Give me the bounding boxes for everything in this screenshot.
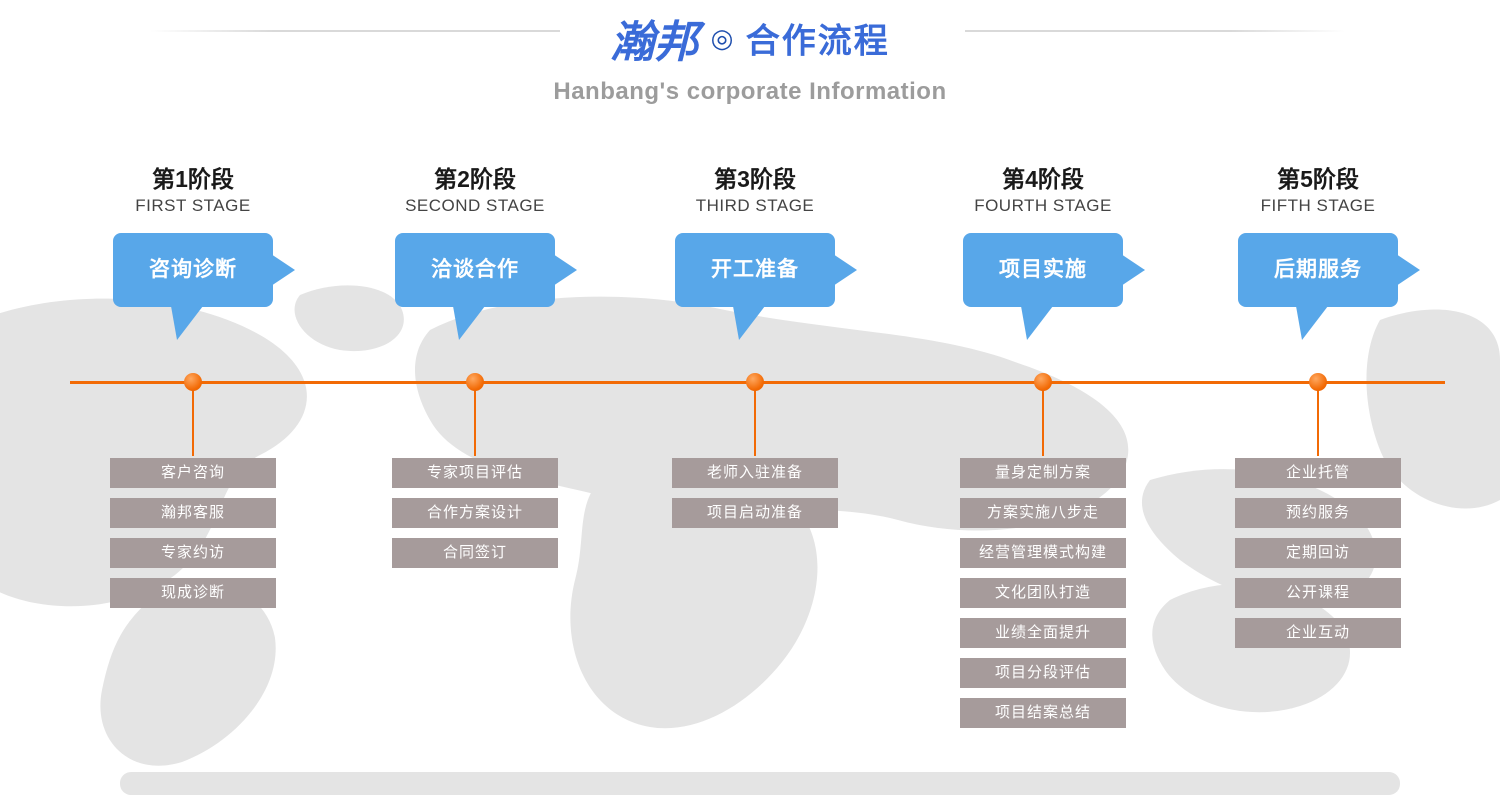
bubble-label: 后期服务 [1274, 258, 1362, 281]
bubble-label: 项目实施 [999, 258, 1087, 281]
process-item: 专家项目评估 [392, 458, 558, 488]
bubble-tail-icon [171, 306, 203, 340]
arrow-right-icon [833, 254, 857, 286]
stage-bubble: 咨询诊断 [113, 233, 295, 340]
bullseye-icon: ◎ [710, 22, 734, 53]
stage-title: 第1阶段 [152, 166, 234, 192]
arrow-right-icon [1121, 254, 1145, 286]
page-title: 瀚邦 ◎ 合作流程 [0, 6, 1500, 70]
process-item: 经营管理模式构建 [960, 538, 1126, 568]
stage-title: 第5阶段 [1277, 166, 1359, 192]
stage-bubble: 开工准备 [675, 233, 857, 340]
header-divider-right [965, 30, 1345, 32]
bubble-label: 洽谈合作 [431, 258, 519, 281]
stage-title: 第2阶段 [434, 166, 516, 192]
stage-subtitle-en: FIRST STAGE [135, 196, 251, 215]
process-item: 合同签订 [392, 538, 558, 568]
header-divider-left [150, 30, 560, 32]
stage-subtitle-en: FOURTH STAGE [974, 196, 1112, 215]
stage-column-1: 第1阶段 FIRST STAGE 咨询诊断 客户咨询瀚邦客服专家约访现成诊断 [83, 0, 303, 795]
process-item: 公开课程 [1235, 578, 1401, 608]
process-item: 老师入驻准备 [672, 458, 838, 488]
stage-subtitle-en: SECOND STAGE [405, 196, 545, 215]
process-item: 项目结案总结 [960, 698, 1126, 728]
section-title: 合作流程 [745, 22, 890, 61]
process-item: 企业互动 [1235, 618, 1401, 648]
bubble-tail-icon [1296, 306, 1328, 340]
process-item: 方案实施八步走 [960, 498, 1126, 528]
process-item: 专家约访 [110, 538, 276, 568]
process-item: 预约服务 [1235, 498, 1401, 528]
bubble-tail-icon [733, 306, 765, 340]
timeline-dot [1309, 373, 1327, 391]
page-header: 瀚邦 ◎ 合作流程 Hanbang's corporate Informatio… [0, 6, 1500, 106]
stage-bubble: 项目实施 [963, 233, 1145, 340]
timeline-dot [466, 373, 484, 391]
stage-column-5: 第5阶段 FIFTH STAGE 后期服务 企业托管预约服务定期回访公开课程企业… [1208, 0, 1428, 795]
stage-column-2: 第2阶段 SECOND STAGE 洽谈合作 专家项目评估合作方案设计合同签订 [365, 0, 585, 795]
timeline-connector [754, 383, 756, 456]
process-item: 现成诊断 [110, 578, 276, 608]
process-item: 文化团队打造 [960, 578, 1126, 608]
stage-item-list: 专家项目评估合作方案设计合同签订 [392, 458, 558, 578]
process-item: 项目启动准备 [672, 498, 838, 528]
stage-title: 第3阶段 [714, 166, 796, 192]
process-item: 业绩全面提升 [960, 618, 1126, 648]
bubble-label: 咨询诊断 [149, 258, 237, 281]
process-item: 合作方案设计 [392, 498, 558, 528]
stage-subtitle-en: THIRD STAGE [695, 196, 815, 215]
stage-item-list: 客户咨询瀚邦客服专家约访现成诊断 [110, 458, 276, 618]
timeline-connector [1317, 383, 1319, 456]
stage-title: 第4阶段 [1002, 166, 1084, 192]
arrow-right-icon [1396, 254, 1420, 286]
timeline-connector [1042, 383, 1044, 456]
arrow-right-icon [553, 254, 577, 286]
brand-logo-text: 瀚邦 [610, 17, 699, 68]
bubble-tail-icon [1021, 306, 1053, 340]
process-item: 瀚邦客服 [110, 498, 276, 528]
process-item: 企业托管 [1235, 458, 1401, 488]
stage-column-3: 第3阶段 THIRD STAGE 开工准备 老师入驻准备项目启动准备 [645, 0, 865, 795]
stage-column-4: 第4阶段 FOURTH STAGE 项目实施 量身定制方案方案实施八步走经营管理… [933, 0, 1153, 795]
stage-bubble: 洽谈合作 [395, 233, 577, 340]
process-item: 客户咨询 [110, 458, 276, 488]
stage-item-list: 量身定制方案方案实施八步走经营管理模式构建文化团队打造业绩全面提升项目分段评估项… [960, 458, 1126, 738]
stage-item-list: 老师入驻准备项目启动准备 [672, 458, 838, 538]
process-item: 定期回访 [1235, 538, 1401, 568]
bubble-tail-icon [453, 306, 485, 340]
stage-bubble: 后期服务 [1238, 233, 1420, 340]
timeline-connector [474, 383, 476, 456]
process-item: 量身定制方案 [960, 458, 1126, 488]
bubble-label: 开工准备 [711, 258, 799, 281]
timeline-dot [1034, 373, 1052, 391]
arrow-right-icon [271, 254, 295, 286]
process-item: 项目分段评估 [960, 658, 1126, 688]
section-subtitle: Hanbang's corporate Information [553, 78, 947, 105]
timeline-dot [746, 373, 764, 391]
timeline-dot [184, 373, 202, 391]
stage-item-list: 企业托管预约服务定期回访公开课程企业互动 [1235, 458, 1401, 658]
stage-subtitle-en: FIFTH STAGE [1260, 196, 1376, 215]
timeline-connector [192, 383, 194, 456]
